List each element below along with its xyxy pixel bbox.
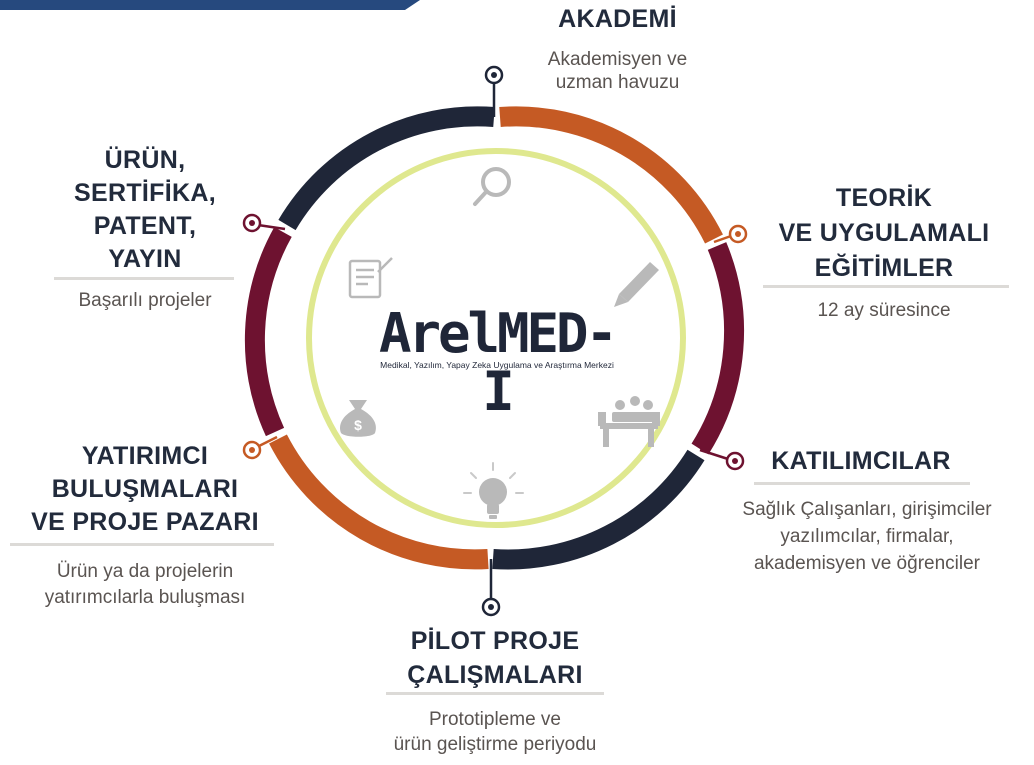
title-line: TEORİK [835,184,933,212]
desc-line: ürün geliştirme periyodu [393,734,597,755]
ring-segment-teorik [691,242,744,455]
title-line: YATIRIMCI [81,442,209,470]
title-line: EĞİTİMLER [814,254,954,282]
marker-pilot [481,559,501,617]
desc-line: yazılımcılar, firmalar, [780,526,954,547]
section-urun-rule [54,277,234,280]
ring-segment-akademi [499,106,723,244]
desc-line: yatırımcılarla buluşması [44,587,246,608]
section-pilot-rule [386,692,604,695]
marker-teorik [713,224,748,244]
section-katilimcilar-rule [754,482,970,485]
marker-katilimcilar [699,448,745,471]
center-logo-subtitle: Medikal, Yazılım, Yapay Zeka Uygulama ve… [380,360,614,370]
ring-segment-urun [278,106,495,231]
desc-line: uzman havuzu [555,72,680,93]
title-line: VE UYGULAMALI [778,219,990,247]
pencil-icon [614,262,659,307]
section-yatirimci-desc: Ürün ya da projelerin yatırımcılarla bul… [0,559,290,611]
desc-line: Akademisyen ve [547,49,688,70]
search-icon [473,167,511,206]
section-akademi-title: AKADEMİ [558,5,677,33]
section-katilimcilar: KATILIMCILAR [748,446,974,476]
meeting-icon [598,396,660,447]
desc-line: Ürün ya da projelerin [56,561,234,582]
section-teorik: TEORİK VE UYGULAMALI EĞİTİMLER [757,181,1011,286]
title-line: VE PROJE PAZARI [31,508,259,536]
section-teorik-title: TEORİK VE UYGULAMALI EĞİTİMLER [757,181,1011,286]
ring-segment-yatirimci [244,227,292,437]
section-akademi: AKADEMİ Akademisyen ve uzman havuzu [500,4,735,94]
section-katilimcilar-title: KATILIMCILAR [771,447,951,475]
title-line: ÜRÜN, [104,146,186,174]
money-bag-icon: $ [340,400,376,437]
section-pilot-desc: Prototipleme ve ürün geliştirme periyodu [345,707,645,757]
inner-ring [306,148,686,528]
section-urun: ÜRÜN, SERTİFİKA, PATENT, YAYIN [50,144,240,276]
desc-line: akademisyen ve öğrenciler [753,553,980,574]
title-line: BULUŞMALARI [51,475,239,503]
marker-akademi [484,65,504,117]
section-yatirimci: YATIRIMCI BULUŞMALARI VE PROJE PAZARI [0,440,290,539]
section-teorik-desc: 12 ay süresince [817,300,951,321]
section-urun-title: ÜRÜN, SERTİFİKA, PATENT, YAYIN [50,144,240,276]
marker-yatirimci [242,435,278,460]
center-logo: ArelMED-I [378,302,618,423]
section-teorik-rule [763,285,1009,288]
section-katilimcilar-desc: Sağlık Çalışanları, girişimciler yazılım… [700,496,1034,577]
title-line: YAYIN [108,245,182,273]
section-yatirimci-title: YATIRIMCI BULUŞMALARI VE PROJE PAZARI [0,440,290,539]
ring-segment-pilot [269,434,489,570]
desc-line: Sağlık Çalışanları, girişimciler [742,499,992,520]
title-line: PİLOT PROJE [410,627,580,655]
section-pilot: PİLOT PROJE ÇALIŞMALARI [380,624,610,692]
title-line: ÇALIŞMALARI [407,661,583,689]
corner-banner [0,0,420,10]
section-urun-desc: Başarılı projeler [78,290,212,311]
marker-urun [242,213,286,233]
document-icon [348,257,393,299]
title-line: SERTİFİKA, [74,179,216,207]
title-line: PATENT, [93,212,197,240]
svg-text:$: $ [354,417,362,433]
section-pilot-title: PİLOT PROJE ÇALIŞMALARI [380,624,610,692]
ring-segment-katilimcilar [492,449,705,570]
section-yatirimci-rule [10,543,274,546]
desc-line: Prototipleme ve [428,709,561,730]
section-akademi-desc: Akademisyen ve uzman havuzu [500,48,735,94]
lightbulb-icon [463,462,524,519]
